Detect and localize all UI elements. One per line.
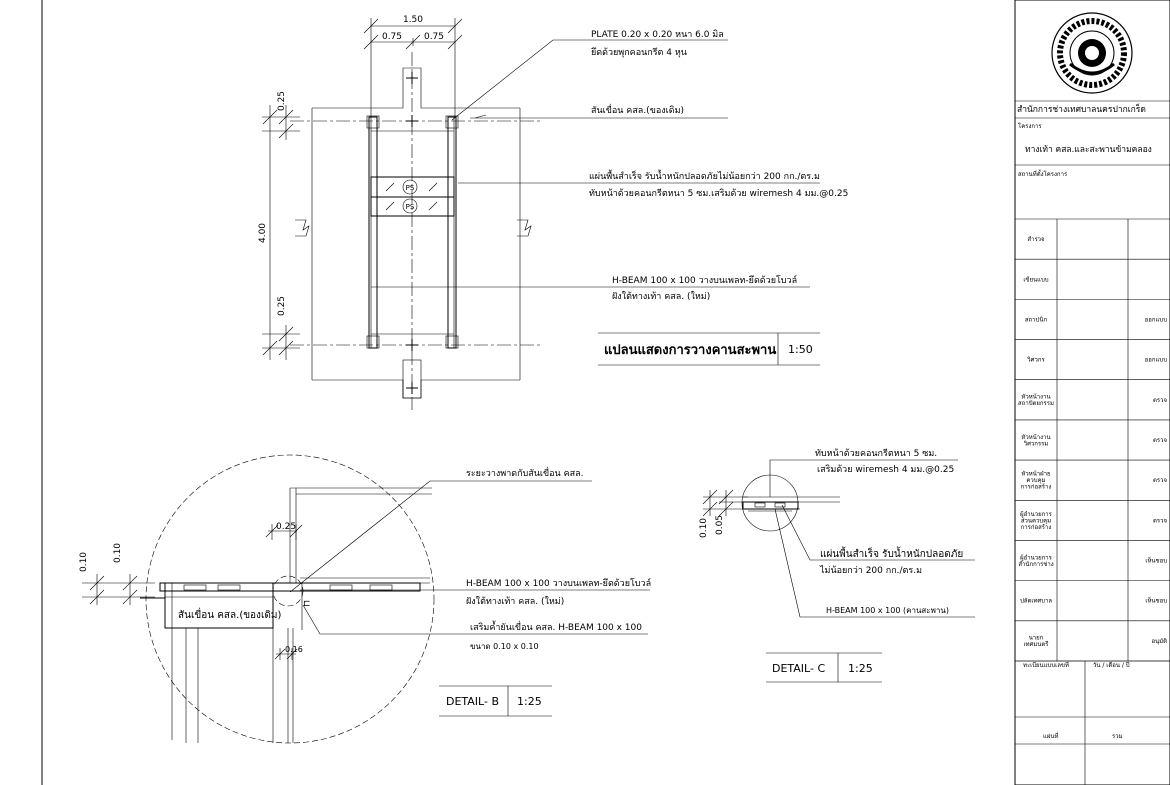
tb-project-name: ทางเท้า คสล.และสะพานข้ามคลอง: [1025, 144, 1152, 155]
detail-b-note-beam-2: ฝังใต้ทางเท้า คสล. (ใหม่): [466, 596, 564, 607]
detail-b-dim-b: 0.10: [113, 543, 123, 563]
detail-c-dim-b: 0.05: [715, 515, 725, 535]
detail-b-plate-mark: ⊏: [303, 599, 311, 609]
tb-reg-label: ทะเบียนแบบเลขที่: [1023, 661, 1069, 669]
tb-row-2-right: ออกแบบ: [1145, 316, 1168, 323]
tb-row-0-left: สำรวจ: [1027, 236, 1044, 243]
tb-project-label: โครงการ: [1018, 122, 1042, 130]
tb-row-5-left: หัวหน้างานวิศวกรรม: [1021, 434, 1050, 448]
detail-c-note-top-2: เสริมด้วย wiremesh 4 มม.@0.25: [817, 464, 954, 475]
detail-c-dim-a: 0.10: [699, 518, 709, 538]
detail-b-label-existing: สันเขื่อน คสล.(ของเดิม): [178, 607, 281, 621]
tb-row-8-left: ผู้อำนวยการสำนักการช่าง: [1018, 554, 1053, 568]
plan-dim-half-left: 0.75: [382, 32, 402, 42]
detail-b-note-rein-2: ขนาด 0.10 x 0.10: [470, 642, 539, 651]
plan-note-slab-1: แผ่นพื้นสำเร็จ รับน้ำหนักปลอดภัยไม่น้อยก…: [589, 169, 820, 182]
municipal-seal-icon: [1051, 12, 1133, 94]
tb-date-label: วัน / เดือน / ปี: [1093, 661, 1130, 669]
detail-c-note-top-1: ทับหน้าด้วยคอนกรีตหนา 5 ซม.: [815, 448, 937, 459]
plan-scale: 1:50: [788, 343, 813, 356]
detail-c-note-slab-1: แผ่นพื้นสำเร็จ รับน้ำหนักปลอดภัย: [820, 546, 963, 560]
tb-row-1-left: เขียนแบบ: [1023, 275, 1048, 283]
detail-c-title: DETAIL- C: [772, 662, 825, 675]
plan-view: 1.50 0.75 0.75: [258, 15, 848, 410]
plan-note-slab-2: ทับหน้าด้วยคอนกรีตหนา 5 ซม.เสริมด้วย wir…: [589, 188, 848, 199]
tb-office: สำนักการช่างเทศบาลนครปากเกร็ด: [1017, 103, 1146, 115]
detail-c-note-slab-2: ไม่น้อยกว่า 200 กก./ตร.ม: [819, 565, 922, 576]
plan-note-existing: สันเขื่อน คสล.(ของเดิม): [591, 103, 684, 116]
tb-row-9-right: เห็นชอบ: [1145, 596, 1167, 605]
plan-title: แปลนแสดงการวางคานสะพาน: [604, 343, 776, 358]
tb-total-label: รวม: [1112, 733, 1123, 740]
plan-dim-bottom: 0.25: [277, 296, 287, 316]
detail-b-scale: 1:25: [517, 695, 542, 708]
detail-b-note-seat: ระยะวางพาดกับสันเขื่อน คสล.: [466, 466, 583, 479]
tb-row-4-right: ตรวจ: [1153, 397, 1167, 404]
tb-rows: สำรวจเขียนแบบสถาปนิกออกแบบวิศวกรออกแบบหั…: [1015, 236, 1170, 662]
plan-dim-top: 0.25: [277, 91, 287, 111]
plan-note-beam-1: H-BEAM 100 x 100 วางบนเพลท-ยึดด้วยโบวล์: [612, 274, 797, 286]
tb-row-7-right: ตรวจ: [1153, 517, 1167, 524]
tb-row-7-left: ผู้อำนวยการส่วนควบคุมการก่อสร้าง: [1020, 511, 1052, 531]
tb-sheet-label: แผ่นที่: [1043, 732, 1058, 740]
tb-row-5-right: ตรวจ: [1153, 437, 1167, 444]
tb-row-10-left: นายกเทศมนตรี: [1024, 635, 1050, 649]
detail-b-note-beam-1: H-BEAM 100 x 100 วางบนเพลท-ยึดด้วยโบวล์: [466, 577, 651, 589]
tb-row-9-left: ปลัดเทศบาล: [1020, 598, 1052, 605]
plan-note-plate-1: PLATE 0.20 x 0.20 หนา 6.0 มิล: [591, 29, 724, 40]
ps-label-1: PS: [406, 184, 415, 192]
tb-row-8-right: เห็นชอบ: [1145, 556, 1167, 565]
plan-note-beam-2: ฝังใต้ทางเท้า คสล. (ใหม่): [612, 291, 710, 302]
detail-c-view: 0.10 0.05 ทับหน้าด้วยคอนกรีตหนา 5 ซม. เส…: [699, 448, 975, 683]
plan-dim-half-right: 0.75: [424, 32, 444, 42]
tb-row-2-left: สถาปนิก: [1025, 316, 1048, 323]
detail-b-dim-a: 0.10: [79, 552, 89, 572]
ps-label-2: PS: [406, 203, 415, 211]
tb-row-3-right: ออกแบบ: [1145, 357, 1168, 364]
plan-note-plate-2: ยึดด้วยพุกคอนกรีต 4 หุน: [591, 47, 687, 58]
tb-row-4-left: หัวหน้างานสถาปัตยกรรม: [1018, 394, 1054, 408]
detail-b-note-rein-1: เสริมค้ำยันเขื่อน คสล. H-BEAM 100 x 100: [470, 620, 642, 633]
plan-dim-mid: 4.00: [258, 223, 268, 243]
title-block: สำนักการช่างเทศบาลนครปากเกร็ด โครงการ ทา…: [1014, 0, 1170, 785]
detail-b-dim-d: 0.16: [285, 645, 303, 654]
tb-row-10-right: อนุมัติ: [1151, 638, 1167, 645]
plan-dim-total: 1.50: [403, 15, 423, 25]
detail-b-title: DETAIL- B: [446, 695, 499, 708]
detail-c-scale: 1:25: [848, 662, 873, 675]
tb-row-6-left: หัวหน้าฝ่ายควบคุมการก่อสร้าง: [1021, 471, 1052, 491]
detail-b-view: ⊏ 0.10 0.10 0.25 0.16 ระยะวางพาดกับสันเข…: [79, 454, 651, 744]
tb-location-label: สถานที่ตั้งโครงการ: [1018, 168, 1068, 178]
detail-c-note-beam: H-BEAM 100 x 100 (คานสะพาน): [826, 606, 949, 615]
tb-row-6-right: ตรวจ: [1153, 477, 1167, 484]
detail-b-dim-c: 0.25: [276, 522, 296, 532]
tb-row-3-left: วิศวกร: [1027, 357, 1046, 364]
